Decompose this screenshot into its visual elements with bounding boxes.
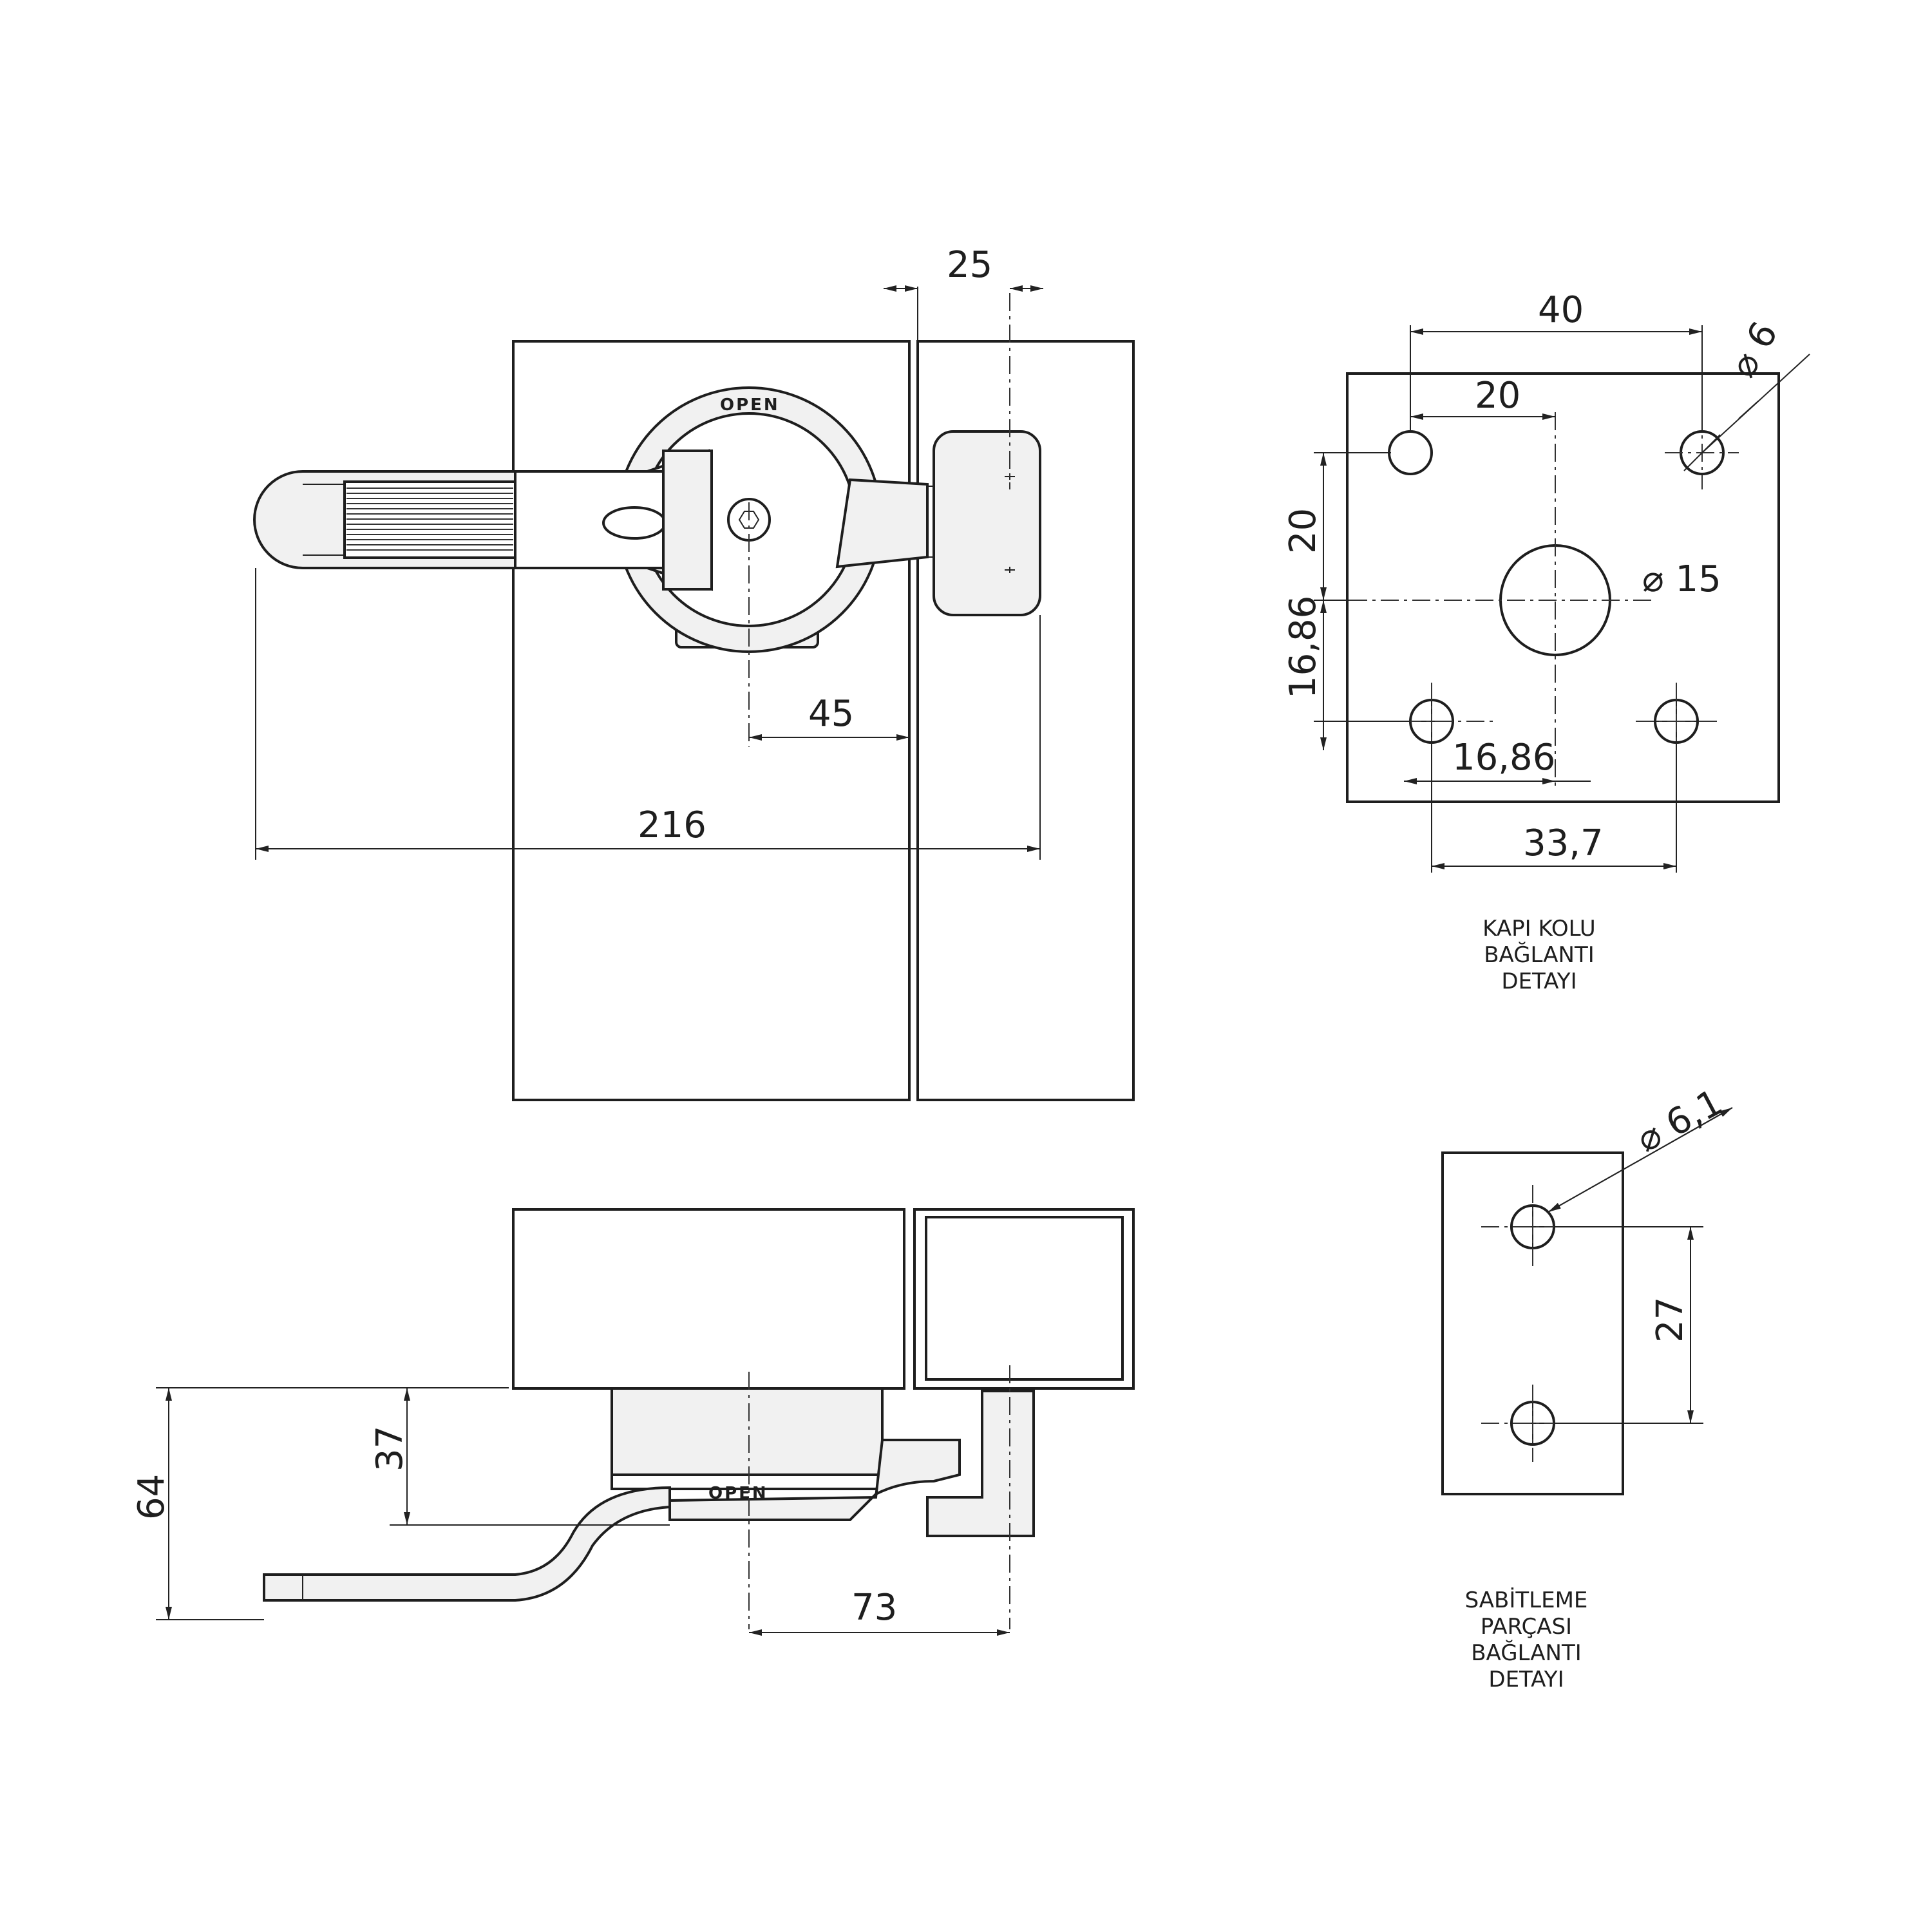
dim-dia61: ⌀ 6,1 [1630,1081,1730,1160]
lever-arm [835,478,929,569]
dim-20-left: 20 [1282,508,1324,554]
side-housing [611,1387,884,1486]
side-frame-inner [925,1216,1124,1381]
handle-detail-caption-1: KAPI KOLU [1482,916,1596,942]
dim-1686-left: 16,86 [1282,596,1324,699]
front-view: OPEN 25 45 216 [253,244,1135,1101]
dim-45: 45 [808,693,854,735]
fixing-part-detail: 27 ⌀ 6,1 SABİTLEME PARÇASI BAĞLANTI DETA… [1441,1081,1733,1692]
handle-mount-detail: 40 20 ⌀ 6 ⌀ 15 20 16,86 16,86 33,7 KAPI … [1282,289,1810,994]
side-view: OPEN 64 37 73 [131,1208,1135,1636]
side-keeper [926,1390,1035,1537]
fixing-caption-3: BAĞLANTI [1471,1640,1582,1666]
dim-73: 73 [851,1587,897,1629]
dim-64: 64 [131,1474,173,1520]
side-door-panel [512,1208,905,1390]
fixing-caption-4: DETAYI [1488,1667,1564,1692]
dim-20-top: 20 [1475,375,1520,417]
side-lever [668,1439,961,1521]
keeper-block [933,430,1041,616]
grip-ribs-lines [346,488,513,551]
open-label: OPEN [720,395,780,415]
handle-detail-caption-2: BAĞLANTI [1484,942,1595,968]
small-hole-tl [1388,430,1433,475]
dim-dia15: ⌀ 15 [1642,558,1721,600]
side-handle [263,1486,671,1602]
dim-27: 27 [1649,1297,1691,1343]
dim-337: 33,7 [1523,822,1604,864]
dim-216: 216 [638,804,706,846]
handle-detail-caption-3: DETAYI [1501,969,1577,994]
dim-37: 37 [369,1426,411,1472]
fixing-caption-2: PARÇASI [1481,1614,1572,1640]
dim-25: 25 [947,244,992,286]
dim-1686-bottom: 16,86 [1452,737,1555,779]
hex-socket [738,511,760,529]
fixing-caption-1: SABİTLEME [1465,1587,1588,1613]
dim-40: 40 [1538,289,1584,331]
cam-block [662,450,713,591]
handle-slot [602,506,667,540]
